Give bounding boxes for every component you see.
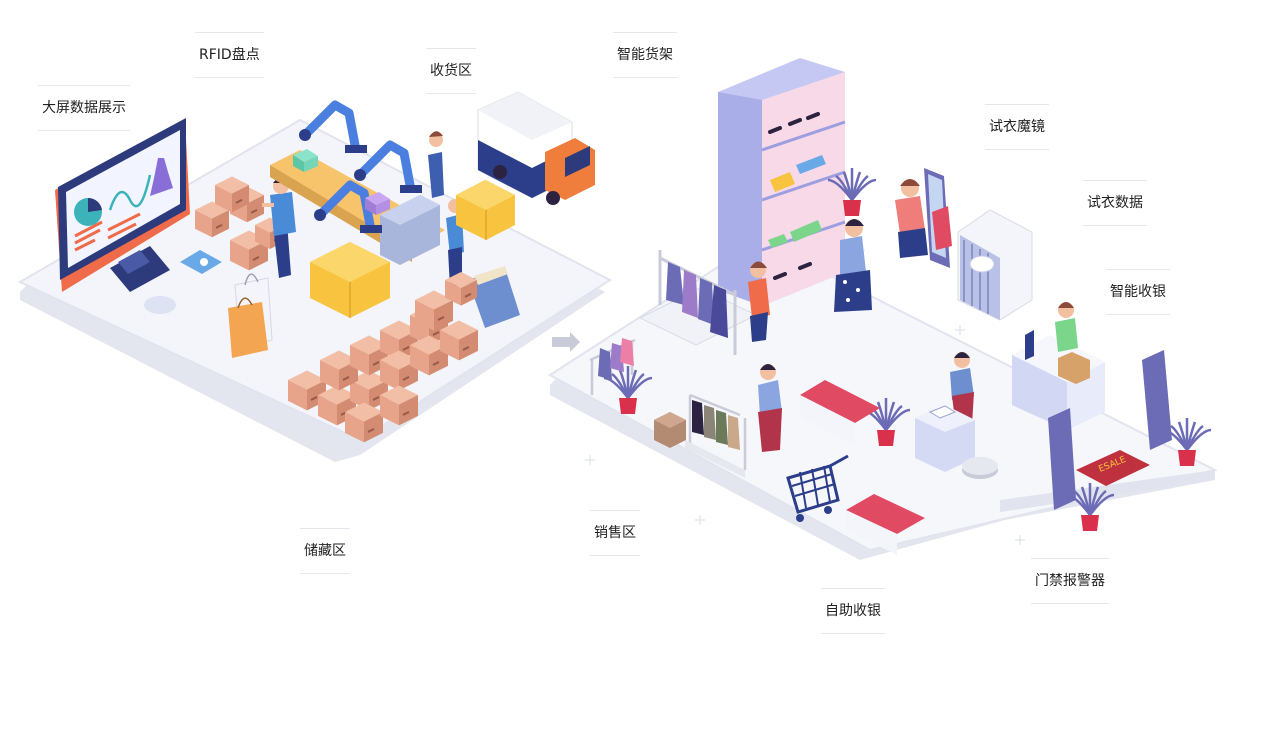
label-text: 门禁报警器 bbox=[1035, 573, 1105, 589]
potted-plant bbox=[827, 168, 877, 216]
self-checkout-kiosk bbox=[915, 405, 998, 479]
shopping-cart-icon bbox=[786, 454, 849, 522]
cardboard-box bbox=[410, 335, 448, 376]
shopping-bags bbox=[228, 273, 273, 358]
shopper-figures bbox=[748, 179, 974, 452]
bench bbox=[800, 380, 925, 555]
shoe-display-box bbox=[654, 412, 686, 448]
cardboard-box bbox=[440, 320, 478, 361]
cardboard-box bbox=[215, 176, 249, 213]
cardboard-box bbox=[445, 272, 477, 306]
fitting-room bbox=[957, 209, 1033, 321]
label-fitting-mirror: 试衣魔镜 bbox=[985, 104, 1049, 150]
dress-icon bbox=[150, 158, 173, 196]
cardboard-box bbox=[350, 335, 388, 376]
grid-plus-mark bbox=[955, 325, 965, 335]
label-text: 智能收银 bbox=[1110, 284, 1166, 300]
label-rfid: RFID盘点 bbox=[195, 32, 264, 78]
grid-plus-mark bbox=[585, 455, 595, 465]
rfid-staff bbox=[262, 177, 296, 278]
storage-box-stack bbox=[288, 272, 478, 443]
label-fitting-data: 试衣数据 bbox=[1083, 180, 1147, 226]
smart-shelf bbox=[718, 58, 846, 306]
fitting-mirror bbox=[924, 168, 952, 268]
potted-plant bbox=[603, 168, 1212, 531]
label-self-checkout: 自助收银 bbox=[821, 588, 885, 634]
potted-plant bbox=[861, 398, 911, 446]
potted-plant bbox=[603, 366, 653, 414]
delivery-truck bbox=[477, 91, 595, 205]
grid-plus-mark bbox=[695, 515, 705, 525]
label-smart-cashier: 智能收银 bbox=[1106, 269, 1170, 315]
label-big-screen: 大屏数据展示 bbox=[38, 85, 130, 131]
grid-plus-mark bbox=[1015, 535, 1025, 545]
price-tag-icon bbox=[180, 250, 222, 274]
line-chart-icon bbox=[108, 174, 152, 211]
label-text: 收货区 bbox=[430, 63, 472, 79]
cardboard-box bbox=[345, 402, 383, 443]
label-storage: 储藏区 bbox=[300, 528, 350, 574]
label-receiving: 收货区 bbox=[426, 48, 476, 94]
smart-cashier-counter bbox=[1012, 302, 1105, 430]
label-smart-shelf: 智能货架 bbox=[613, 32, 677, 78]
open-box-yellow bbox=[310, 180, 515, 318]
cardboard-box bbox=[380, 350, 418, 391]
conveyor-belt bbox=[270, 150, 445, 265]
label-text: 储藏区 bbox=[304, 543, 346, 559]
label-text: 试衣数据 bbox=[1087, 195, 1143, 211]
clothing-rack bbox=[589, 250, 758, 478]
label-text: 智能货架 bbox=[617, 47, 673, 63]
label-text: 大屏数据展示 bbox=[42, 100, 126, 116]
robot-arm bbox=[299, 100, 367, 153]
label-sales: 销售区 bbox=[590, 510, 640, 556]
cardboard-box bbox=[380, 385, 418, 426]
cardboard-box bbox=[318, 385, 356, 426]
flow-arrow-icon bbox=[552, 332, 580, 352]
robot-arm bbox=[354, 140, 422, 193]
potted-plant bbox=[1162, 418, 1212, 466]
label-text: RFID盘点 bbox=[199, 47, 260, 63]
cardboard-box bbox=[415, 290, 453, 331]
label-text: 试衣魔镜 bbox=[989, 119, 1045, 135]
tote-bag bbox=[468, 266, 520, 328]
label-text: 销售区 bbox=[594, 525, 636, 541]
big-screen-monitor bbox=[55, 118, 190, 314]
cardboard-box bbox=[320, 350, 358, 391]
label-text: 自助收银 bbox=[825, 603, 881, 619]
label-gate-alarm: 门禁报警器 bbox=[1031, 558, 1109, 604]
gate-alarm: ESALE bbox=[1048, 350, 1172, 510]
gift-box-icon bbox=[293, 149, 390, 215]
